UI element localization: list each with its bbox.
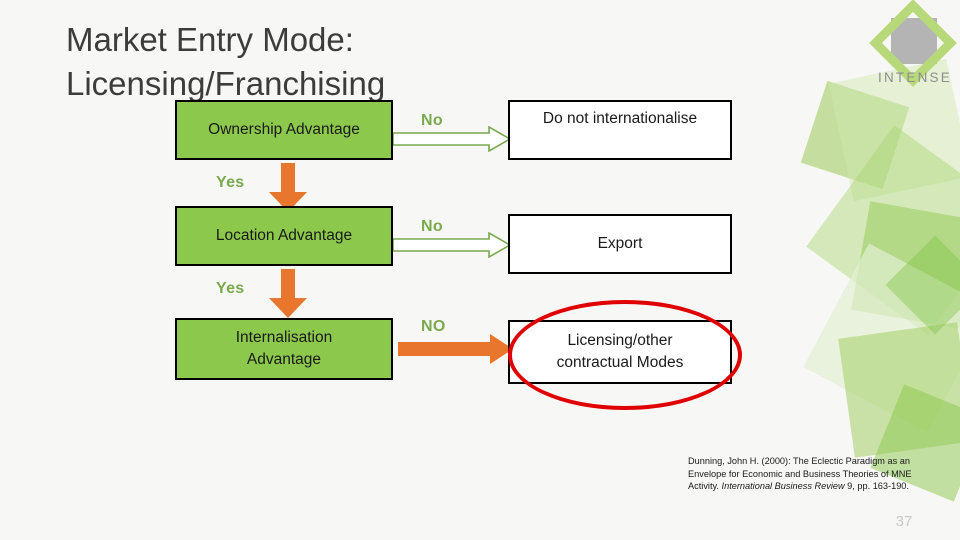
flow-label-yes-2: Yes bbox=[216, 280, 245, 297]
logo-wordmark: INTENSE bbox=[878, 70, 952, 85]
footer-logo-bar: Funded by the Erasmus+ Programme of the … bbox=[0, 492, 960, 540]
logo-gray-square bbox=[891, 18, 937, 64]
decision-box-location-advantage[interactable]: Location Advantage bbox=[175, 206, 393, 266]
slide-number: 37 bbox=[895, 513, 913, 530]
citation-text: Dunning, John H. (2000): The Eclectic Pa… bbox=[688, 455, 956, 493]
citation-journal-title: International Business Review bbox=[721, 481, 845, 492]
flow-label-no-2: No bbox=[421, 218, 443, 235]
outcome-box-do-not-internationalise[interactable]: Do not internationalise bbox=[508, 100, 732, 160]
deco-square bbox=[803, 243, 960, 433]
outcome-box-export[interactable]: Export bbox=[508, 214, 732, 274]
arrow-down-yes-1 bbox=[269, 163, 307, 212]
deco-square bbox=[800, 80, 910, 190]
arrow-right-no-3 bbox=[398, 334, 513, 364]
deco-square bbox=[838, 322, 960, 458]
page-title: Market Entry Mode: Licensing/Franchising bbox=[66, 21, 386, 102]
deco-square bbox=[885, 235, 960, 335]
citation-line-3-suffix: 9, pp. 163-190. bbox=[844, 481, 909, 492]
deco-square bbox=[851, 201, 960, 329]
decision-box-internalisation-advantage[interactable]: Internalisation Advantage bbox=[175, 318, 393, 380]
flow-label-no-1: No bbox=[421, 112, 443, 129]
arrow-down-yes-2 bbox=[269, 269, 307, 318]
intense-logo: INTENSE bbox=[869, 0, 960, 92]
deco-square bbox=[806, 125, 960, 335]
citation-line-2: Envelope for Economic and Business Theor… bbox=[688, 468, 912, 479]
flow-label-yes-1: Yes bbox=[216, 174, 245, 191]
flow-label-no-3: NO bbox=[421, 318, 446, 335]
citation-line-3-prefix: Activity. bbox=[688, 481, 722, 492]
highlight-ellipse bbox=[508, 300, 742, 410]
decision-box-ownership-advantage[interactable]: Ownership Advantage bbox=[175, 100, 393, 160]
arrow-right-no-1 bbox=[393, 126, 511, 152]
citation-line-1: Dunning, John H. (2000): The Eclectic Pa… bbox=[688, 456, 910, 466]
arrow-right-no-2 bbox=[393, 232, 511, 258]
